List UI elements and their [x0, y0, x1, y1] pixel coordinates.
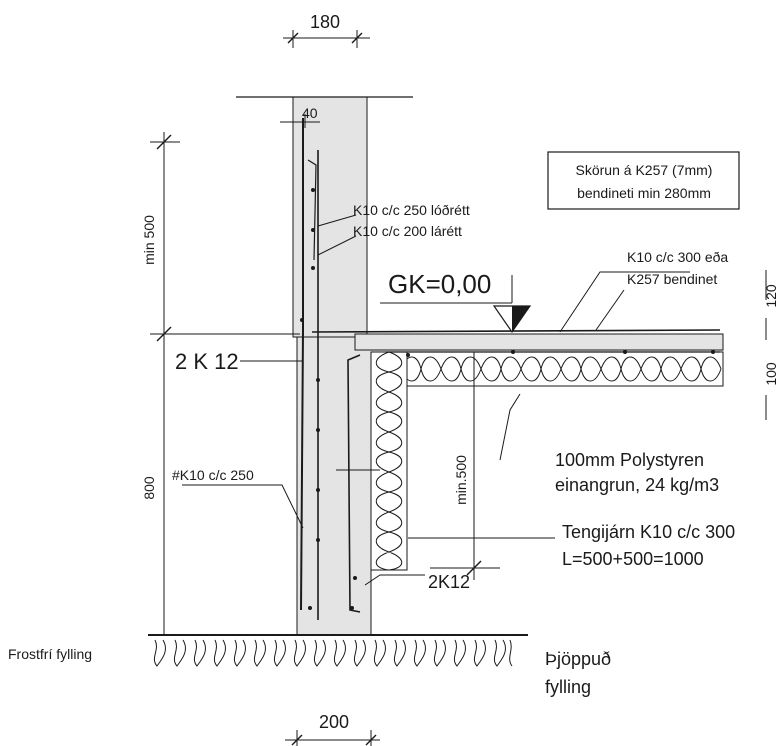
slab-rebar	[311, 329, 721, 333]
foundation-wall-lower	[296, 336, 372, 636]
label-frost-free-fill: Frostfrí fylling	[8, 646, 92, 662]
dim-800-label: 800	[141, 476, 157, 500]
dim-bottom-200: 200	[285, 712, 380, 746]
dim-top-180: 180	[283, 12, 370, 48]
leader-rebar-vertical	[317, 214, 357, 227]
dim-insulation-label: min.500	[453, 455, 469, 505]
foundation-wall-upper	[292, 96, 368, 338]
label-2k12-left: 2 K 12	[175, 349, 239, 374]
insulation-vertical-pattern	[375, 351, 403, 571]
leader-slab-rebar-2	[595, 289, 625, 331]
label-2k12-bottom: 2K12	[428, 572, 470, 592]
dim-100-label: 100	[763, 362, 779, 386]
note-line-2: bendineti min 280mm	[577, 185, 711, 201]
note-box	[547, 151, 740, 210]
dim-top-label: 180	[310, 12, 340, 32]
leader-rebar-horizontal	[317, 235, 357, 256]
label-insulation-2: einangrun, 24 kg/m3	[555, 475, 719, 495]
dim-vertical-left: min 500 800	[141, 132, 300, 635]
label-gk-level: GK=0,00	[388, 269, 491, 299]
leader-2k12-bottom	[364, 574, 425, 586]
label-insulation-1: 100mm Polystyren	[555, 450, 704, 470]
level-triangle-fill	[512, 306, 530, 332]
leader-insulation	[499, 393, 521, 461]
leader-slab-rebar	[559, 271, 690, 333]
label-slab-rebar-1: K10 c/c 300 eða	[627, 249, 728, 265]
slab-rebar-lower	[347, 354, 361, 613]
dim-120-label: 120	[763, 284, 779, 308]
label-tie-bars-2: L=500+500=1000	[562, 549, 704, 569]
label-rebar-horizontal: K10 c/c 200 lárétt	[353, 223, 462, 239]
label-tie-bars-1: Tengijárn K10 c/c 300	[562, 522, 735, 542]
leader-footing-rebar	[182, 484, 304, 529]
note-line-1: Skörun á K257 (7mm)	[576, 162, 713, 178]
floor-slab	[354, 333, 724, 351]
label-footing-rebar: #K10 c/c 250	[172, 467, 254, 483]
insulation-horizontal-pattern	[400, 356, 722, 382]
wall-rebar-left	[300, 118, 304, 611]
rebar-dots	[300, 188, 715, 610]
dim-right-side: 120 100	[763, 270, 779, 420]
ground-hatching	[153, 639, 513, 667]
wall-bend-bar	[307, 159, 317, 261]
dim-cover-label: 40	[302, 105, 318, 121]
insulation-vertical	[370, 351, 408, 571]
dim-insulation-min500: min.500	[430, 352, 500, 580]
label-compacted-fill-2: fylling	[545, 677, 591, 697]
label-rebar-vertical: K10 c/c 250 lóðrétt	[353, 202, 470, 218]
label-compacted-fill-1: Þjöppuð	[545, 649, 611, 669]
dim-cover-40: 40	[280, 105, 320, 128]
dim-min500-label: min 500	[141, 215, 157, 265]
dim-bottom-label: 200	[319, 712, 349, 732]
label-slab-rebar-2: K257 bendinet	[627, 271, 717, 287]
